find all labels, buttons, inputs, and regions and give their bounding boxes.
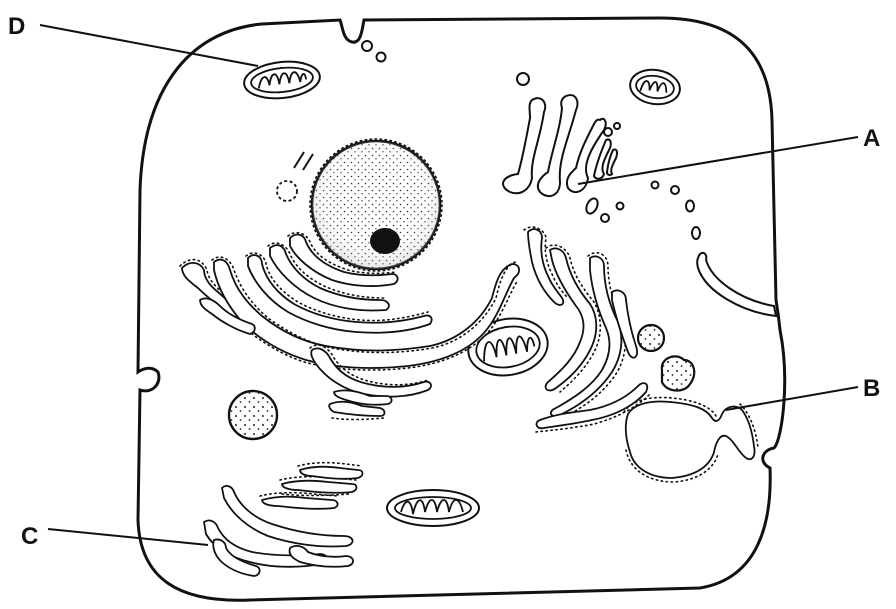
nucleus xyxy=(310,139,442,271)
nucleolus xyxy=(370,228,400,254)
lysosome-right-2 xyxy=(662,356,694,390)
leader-line-a xyxy=(578,137,858,184)
leader-lines xyxy=(40,25,858,545)
leader-line-b xyxy=(726,387,858,410)
leader-line-c xyxy=(48,529,208,545)
rough-er-bottom xyxy=(260,463,363,509)
golgi-apparatus xyxy=(503,73,623,222)
vacuole-b xyxy=(624,398,758,482)
lysosome-left xyxy=(229,391,277,439)
label-a: A xyxy=(863,125,880,152)
mitochondrion-bottom xyxy=(387,490,479,526)
centrioles xyxy=(277,152,313,201)
label-b: B xyxy=(863,375,880,402)
mitochondrion-top-right xyxy=(628,67,682,108)
label-c: C xyxy=(21,523,38,550)
lysosome-right-1 xyxy=(638,325,664,351)
vesicles-top xyxy=(362,41,386,62)
label-d: D xyxy=(8,13,25,40)
secretory-vesicles xyxy=(652,182,777,317)
